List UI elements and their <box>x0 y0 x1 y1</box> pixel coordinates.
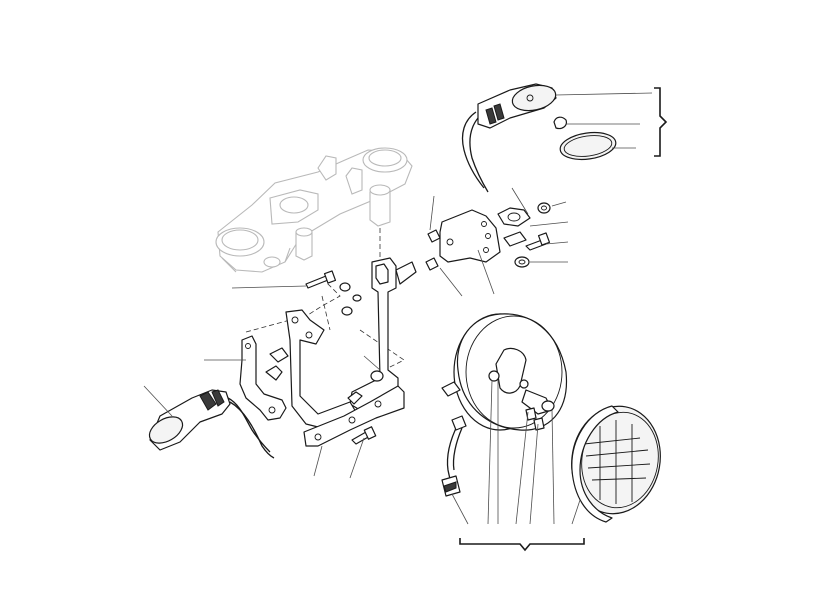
fasteners <box>305 270 384 445</box>
brace-headlight-group <box>459 538 585 552</box>
turn-signal-lens <box>559 131 617 161</box>
headlight-bulb <box>441 415 467 497</box>
leader-lines <box>143 92 653 525</box>
bolt-center-lower <box>347 370 384 405</box>
signal-mount-bracket-right <box>425 209 501 271</box>
signal-mount-bracket-left <box>239 335 289 421</box>
headlight-lens <box>571 405 661 523</box>
bolt-bottom <box>351 426 377 445</box>
headlight-housing <box>441 313 568 431</box>
brace-turn-signal-group <box>654 87 668 157</box>
bolt-center-upper <box>339 282 362 316</box>
headlight-mount-bracket <box>285 257 417 447</box>
triple-clamp <box>215 147 413 273</box>
assembly-guide-lines <box>245 228 405 373</box>
bolt-clamp <box>305 270 337 289</box>
turn-signal-bulb <box>553 116 567 130</box>
right-front-turn-signal <box>461 83 557 193</box>
signal-hardware <box>497 202 551 268</box>
left-front-turn-signal <box>148 389 275 459</box>
